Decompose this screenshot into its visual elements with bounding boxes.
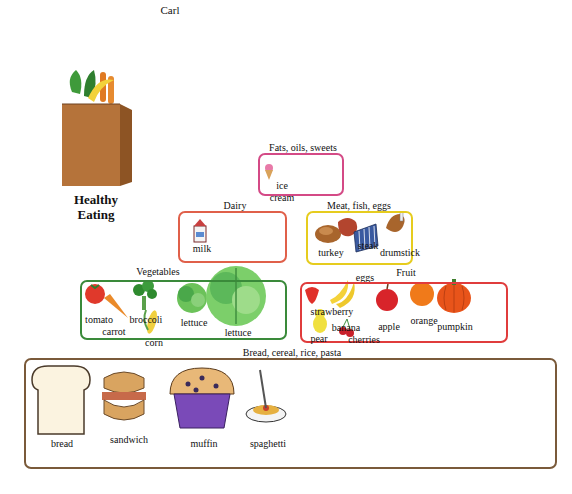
food-label: bread <box>42 438 82 450</box>
food-label: carrot <box>96 326 132 338</box>
food-label: spaghetti <box>243 438 293 450</box>
food-group-box: Meat, fish, eggsturkeysteakdrumstickeggs <box>306 211 413 265</box>
food-label: sandwich <box>104 434 154 446</box>
name-label: Carl <box>150 4 190 17</box>
food-group-box: Bread, cereal, rice, pastabreadsandwichm… <box>24 358 557 469</box>
food-label: pear <box>306 333 332 345</box>
food-label: turkey <box>311 247 351 259</box>
group-heading: Vegetables <box>123 266 193 278</box>
food-label: corn <box>139 337 169 349</box>
group-heading: Bread, cereal, rice, pasta <box>212 347 372 359</box>
food-label: apple <box>372 321 406 333</box>
food-group-box: Fruitstrawberrypearbananacherriesappleor… <box>300 282 508 343</box>
food-label: drumstick <box>375 247 425 259</box>
food-group-box: Vegetablestomatobroccolicarrotcornlettuc… <box>80 280 287 340</box>
group-heading: Fruit <box>386 267 426 279</box>
food-label: broccoli <box>123 314 169 326</box>
milk-icon <box>194 219 206 242</box>
diagram-title: Healthy Eating <box>56 192 136 222</box>
food-group-box: Fats, oils, sweetsice cream <box>258 153 344 196</box>
grain-icons <box>32 366 286 434</box>
food-label: lettuce <box>174 317 214 329</box>
food-group-box: Dairymilk <box>178 211 287 263</box>
food-label: ice cream <box>268 180 296 204</box>
food-label: banana <box>326 322 366 334</box>
group-heading: Dairy <box>205 200 265 212</box>
food-label: muffin <box>184 438 224 450</box>
group-heading: Fats, oils, sweets <box>248 142 358 154</box>
group-heading: Meat, fish, eggs <box>309 200 409 212</box>
food-label: milk <box>182 243 222 255</box>
food-label: tomato <box>79 314 119 326</box>
meat-icons <box>315 212 405 252</box>
food-label: pumpkin <box>433 321 477 333</box>
food-label: cherries <box>342 334 386 346</box>
ice-cream-icon <box>265 164 273 180</box>
food-label: strawberry <box>305 306 359 318</box>
food-label: lettuce <box>218 327 258 339</box>
grocery-bag <box>62 70 132 186</box>
